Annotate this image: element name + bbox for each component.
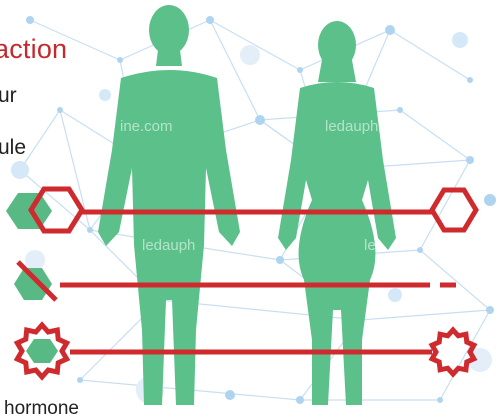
signal-row-1: [6, 189, 476, 231]
receptor-ring-right: [432, 330, 474, 374]
watermark-1: ine.com: [120, 118, 173, 135]
watermark-3: ledauph: [142, 237, 195, 254]
spiked-circle-icon: [26, 339, 58, 363]
signal-row-3: [17, 325, 474, 377]
watermark-2: ledauphine.co: [325, 118, 418, 135]
blocked-hexagon-icon: [14, 268, 52, 300]
heading-fragment: action: [0, 34, 67, 65]
male-figure: [98, 5, 240, 405]
text-fragment-2: ule: [0, 136, 26, 160]
text-fragment-3: hormone: [4, 398, 79, 420]
watermark-4: le: [364, 237, 376, 254]
text-fragment-1: ur: [0, 84, 17, 108]
receptor-hexagon-right: [432, 190, 476, 230]
